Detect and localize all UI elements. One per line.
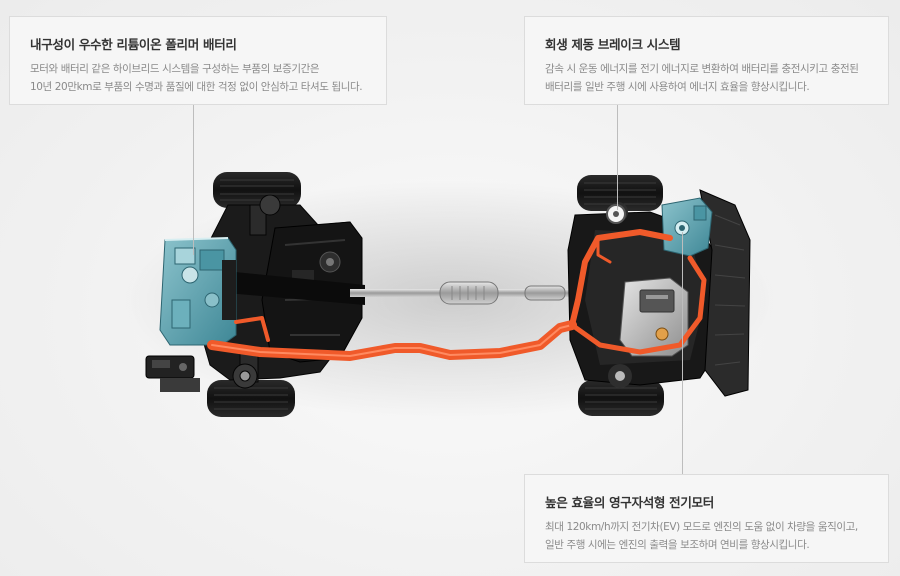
rear-right-tire [207,380,295,417]
battery-callout: 내구성이 우수한 리튬이온 폴리머 배터리 모터와 배터리 같은 하이브리드 시… [9,16,387,105]
regenerative-brake-callout: 회생 제동 브레이크 시스템 감속 시 운동 에너지를 전기 에너지로 변환하여… [524,16,889,105]
battery-callout-line-1: 모터와 배터리 같은 하이브리드 시스템을 구성하는 부품의 보증기간은 [30,63,320,75]
rear-left-tire [213,172,301,208]
front-right-tire [578,380,664,416]
motor-callout-title: 높은 효율의 영구자석형 전기모터 [545,495,714,510]
battery-leader-line [193,105,194,255]
electric-motor-callout: 높은 효율의 영구자석형 전기모터 최대 120km/h까지 전기차(EV) 모… [524,474,889,563]
battery-callout-line-2: 10년 20만km로 부품의 수명과 품질에 대한 걱정 없이 안심하고 타셔도… [30,81,363,93]
engine-block [619,277,689,357]
brake-callout-title: 회생 제동 브레이크 시스템 [545,37,681,52]
electric-motor-unit [661,197,713,257]
lithium-polymer-battery [159,237,237,346]
power-control-unit [145,355,200,392]
high-voltage-cable [207,229,707,361]
motor-leader-line [682,232,683,474]
radiator [699,189,751,397]
motor-callout-line-1: 최대 120km/h까지 전기차(EV) 모드로 엔진의 도움 없이 차량을 움… [545,521,858,533]
brake-callout-line-1: 감속 시 운동 에너지를 전기 에너지로 변환하여 배터리를 충전시키고 충전된 [545,63,859,75]
brake-leader-line [617,105,618,210]
brake-callout-line-2: 배터리를 일반 주행 시에 사용하여 에너지 효율을 향상시킵니다. [545,81,810,93]
battery-callout-title: 내구성이 우수한 리튬이온 폴리머 배터리 [30,37,237,52]
mounting-strap [215,270,365,305]
motor-callout-line-2: 일반 주행 시에는 엔진의 출력을 보조하며 연비를 향상시킵니다. [545,539,810,551]
front-brake-disc [606,204,626,224]
exhaust-pipe [350,281,595,305]
